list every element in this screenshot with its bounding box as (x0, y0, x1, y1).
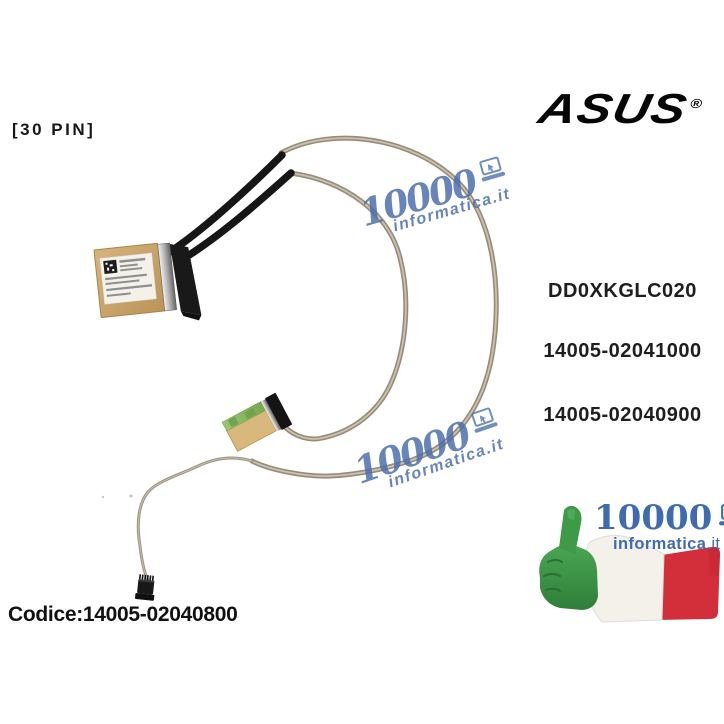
part-code: 14005-02040900 (543, 404, 702, 426)
display-cable-loop (249, 135, 499, 479)
dust-speck (129, 494, 133, 498)
part-code: DD0XKGLC020 (548, 280, 697, 302)
seller-logo: 10000 informatica.it (594, 498, 724, 554)
asus-wordmark: ASUS (534, 85, 692, 132)
laptop-icon (719, 504, 724, 526)
italian-flag-thumbs-up-icon (539, 505, 720, 623)
pin-count-label: [30 PIN] (12, 120, 96, 139)
qr-code (103, 259, 118, 275)
tape-connector (221, 393, 293, 452)
laptop-icon (471, 407, 498, 433)
product-code-label: Codice:14005-02040800 (8, 603, 238, 626)
seller-logo-number: 10000 (594, 498, 713, 538)
watermark-lower: 10000 informatica.it (348, 407, 509, 502)
part-code: 14005-02041000 (543, 340, 702, 362)
inner-cable (283, 170, 409, 442)
dust-speck (101, 495, 105, 499)
asus-logo: ASUS® (534, 85, 707, 132)
edp-connector (93, 242, 202, 321)
laptop-icon (479, 156, 505, 182)
label-text-lines (104, 257, 153, 297)
watermark-upper: 10000 informatica.it (355, 156, 515, 244)
small-connector (134, 574, 155, 601)
seller-domain-main: informatica (613, 534, 707, 553)
black-sleeve (166, 151, 295, 266)
seller-domain-tld: .it (706, 534, 721, 553)
webcam-wire (136, 456, 254, 583)
seller-logo-domain: informatica.it (613, 535, 724, 554)
